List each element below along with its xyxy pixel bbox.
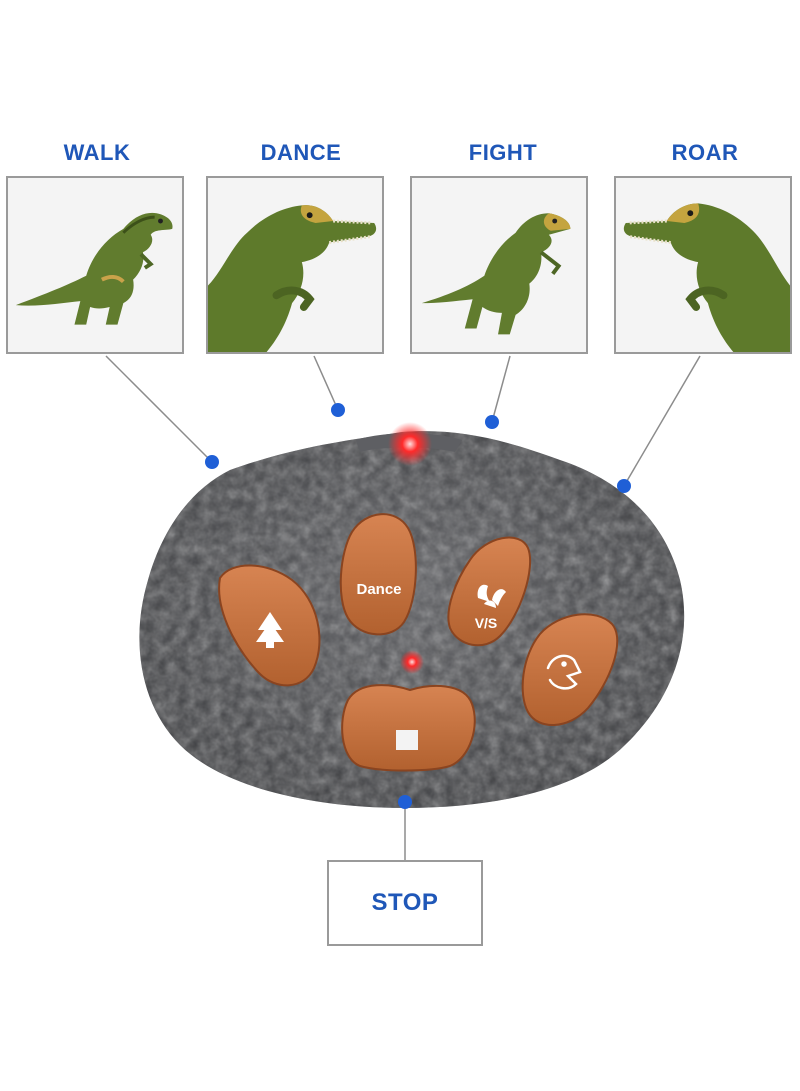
top-led-light	[388, 422, 432, 466]
stop-label-box: STOP	[327, 860, 483, 946]
connector-lines	[105, 355, 701, 860]
label-roar: ROAR	[671, 140, 739, 165]
claw-icon	[477, 584, 506, 608]
panel-roar	[614, 176, 792, 354]
dino-head-icon	[546, 654, 582, 690]
stop-button[interactable]	[341, 684, 476, 772]
roar-button[interactable]	[521, 613, 619, 726]
dance-button-label: Dance	[356, 581, 401, 598]
connector-dots	[205, 403, 631, 809]
fight-button[interactable]: V/S	[447, 536, 532, 647]
panel-walk	[6, 176, 184, 354]
label-dance: DANCE	[260, 140, 342, 165]
dino-fight-image	[421, 213, 571, 335]
dance-button[interactable]: Dance	[339, 513, 417, 636]
dino-walk-image	[15, 212, 173, 325]
tree-icon	[256, 612, 284, 648]
square-icon	[396, 730, 418, 750]
dino-dance-image	[208, 205, 377, 352]
dino-roar-image	[623, 203, 790, 352]
label-walk: WALK	[63, 140, 131, 165]
panel-fight	[410, 176, 588, 354]
label-stop: STOP	[371, 889, 439, 916]
panel-dance	[206, 176, 384, 354]
walk-button[interactable]	[218, 564, 321, 687]
center-led-light	[400, 650, 424, 674]
label-fight: FIGHT	[468, 140, 538, 165]
fight-button-label: V/S	[475, 615, 498, 631]
